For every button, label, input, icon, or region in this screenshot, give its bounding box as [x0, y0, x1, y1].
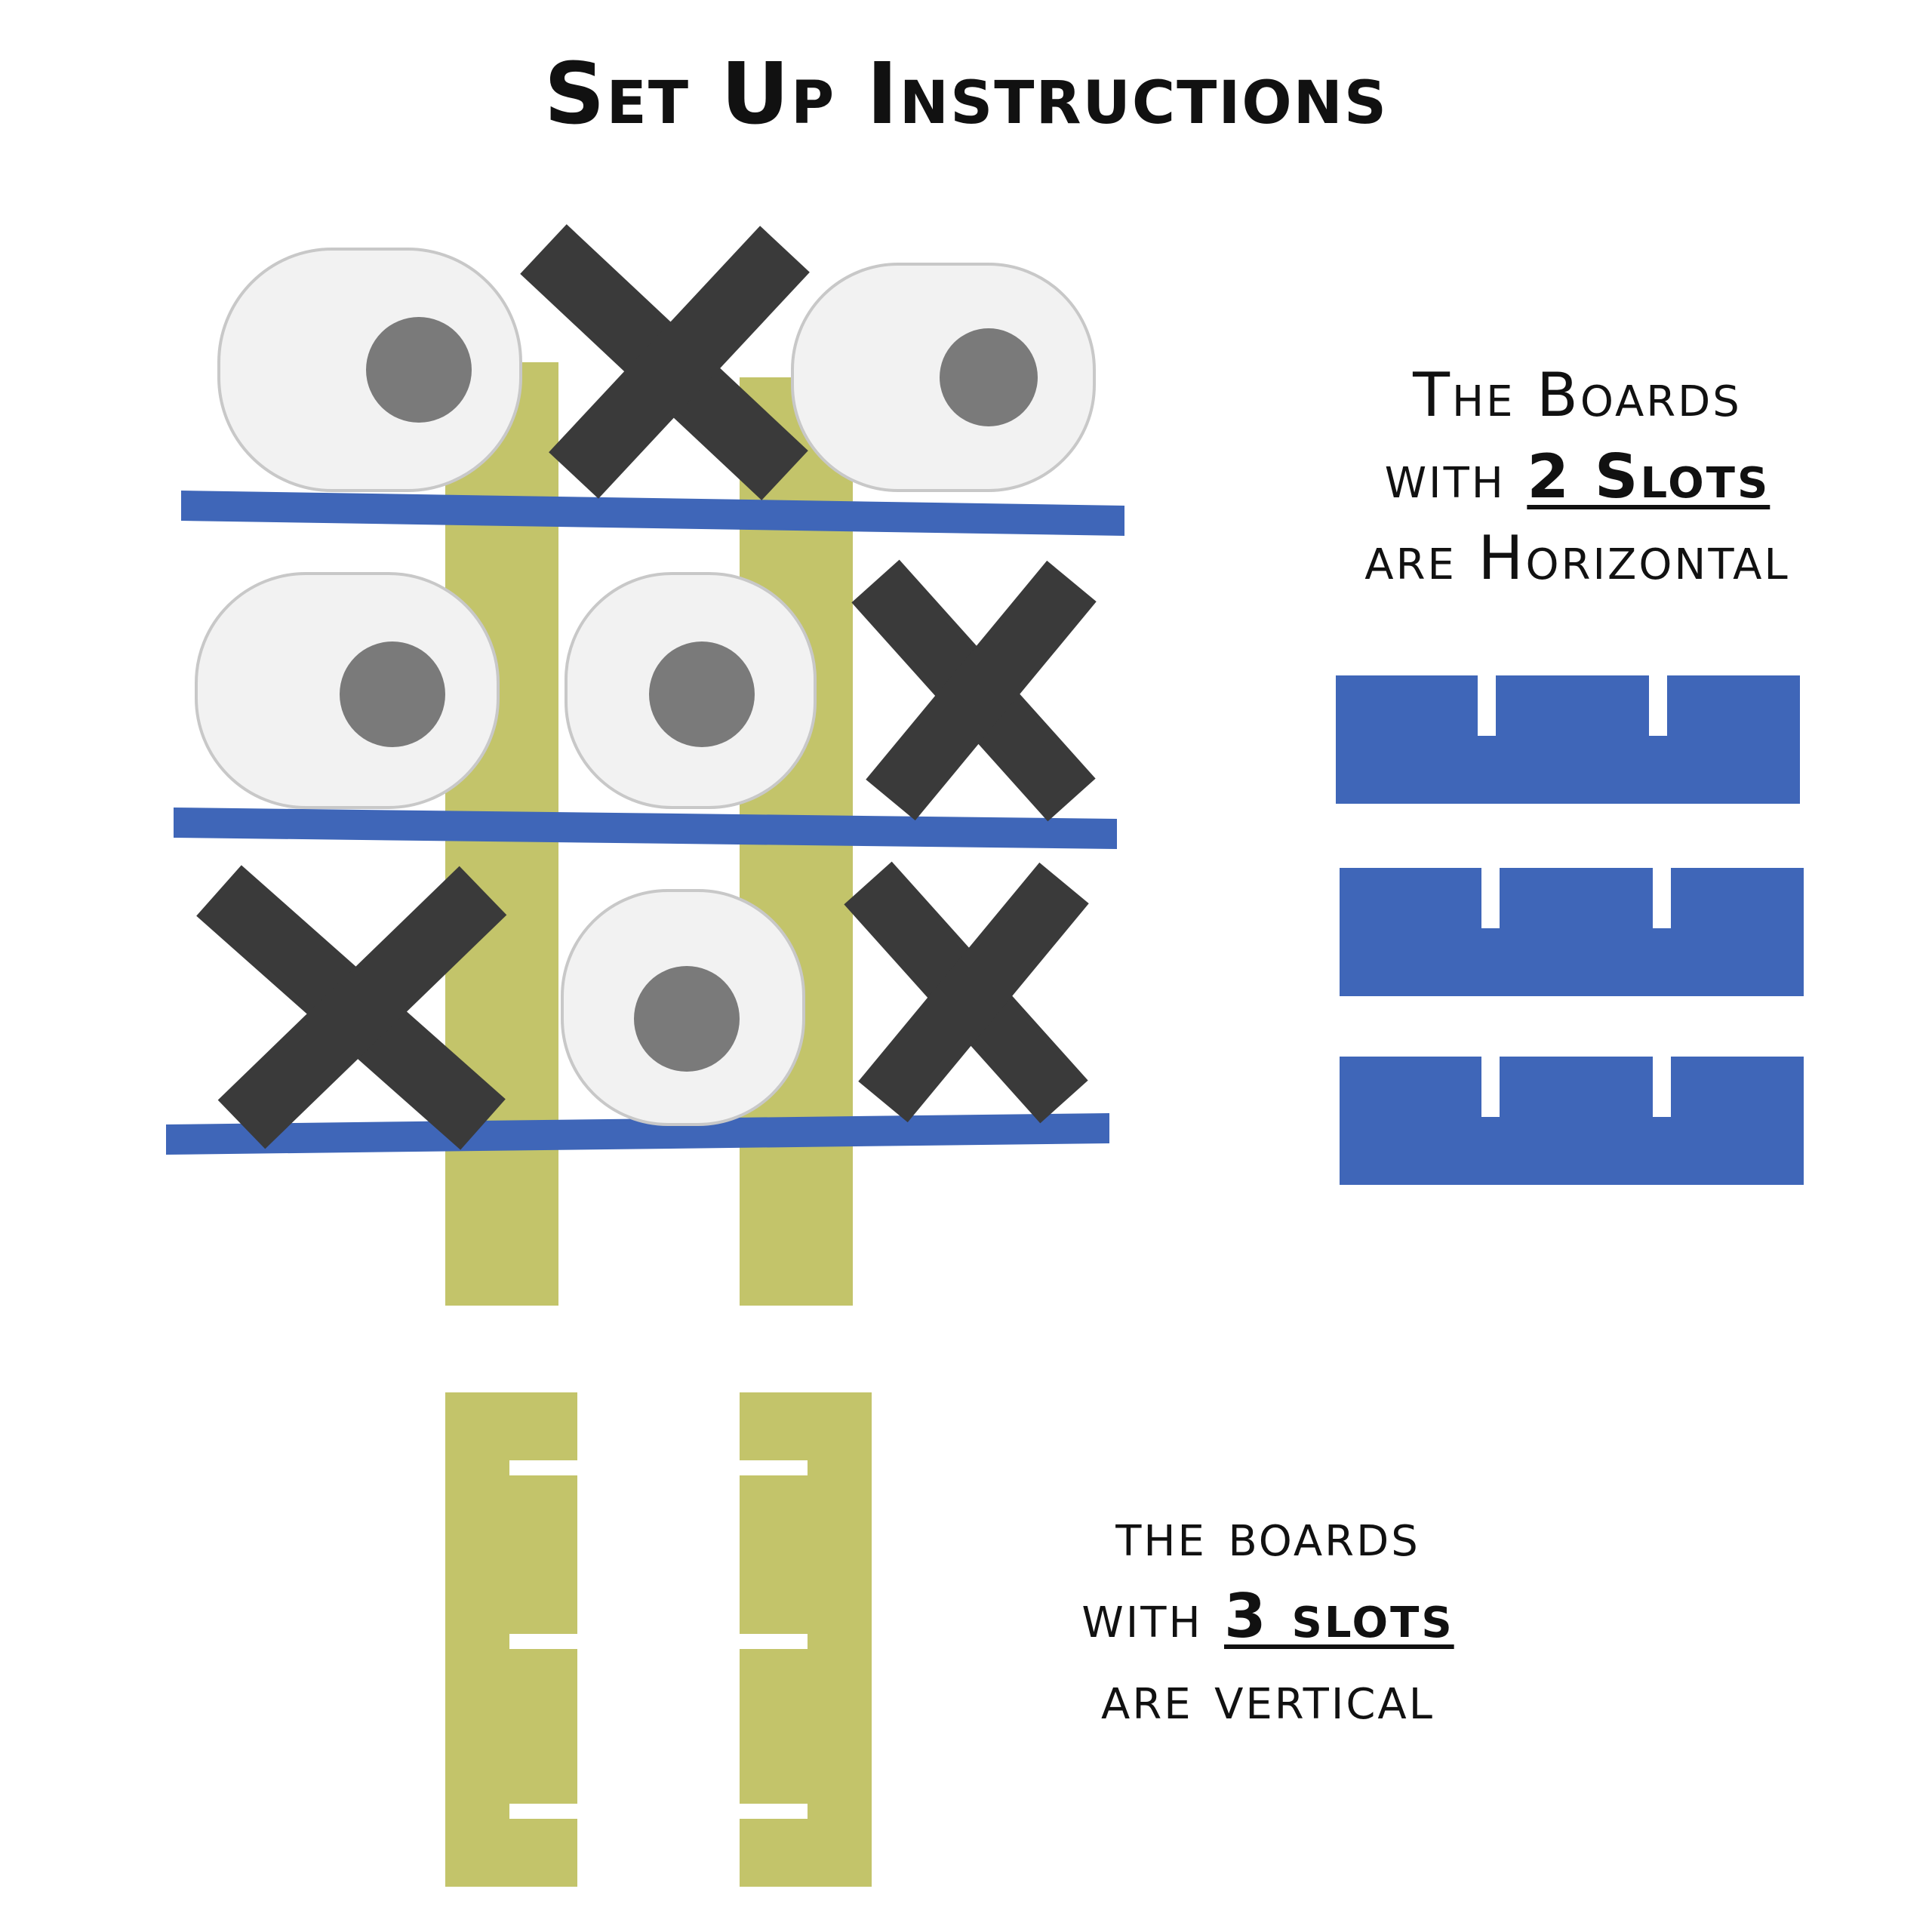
toilet-roll-bottom-center: [561, 889, 805, 1126]
vertical-boards-caption: the boards with 3 slots are vertical: [996, 1494, 1540, 1739]
vertical-board-separate-1: [445, 1392, 577, 1887]
x-piece-bottom-left: [196, 865, 507, 1150]
toilet-roll-top-left: [217, 248, 522, 492]
shelf-middle: [174, 808, 1117, 849]
caption-line: with 2 Slots: [1268, 436, 1887, 518]
toilet-roll-top-right: [791, 263, 1096, 492]
horizontal-board-1: [1336, 675, 1800, 804]
shelf-top: [181, 491, 1124, 536]
caption-prefix: with: [1081, 1581, 1224, 1651]
horizontal-board-2: [1340, 868, 1804, 996]
caption-line: with 3 slots: [996, 1576, 1540, 1657]
page-title: Set Up Instructions: [543, 45, 1389, 143]
caption-line: are vertical: [1101, 1663, 1435, 1733]
caption-line: are Horizontal: [1364, 523, 1790, 593]
toilet-roll-middle-center: [565, 572, 817, 809]
caption-emphasis: 2 Slots: [1527, 441, 1770, 512]
x-piece-top-middle: [520, 224, 810, 500]
horizontal-boards-caption: The Boards with 2 Slots are Horizontal: [1268, 355, 1887, 599]
x-piece-middle-right: [851, 559, 1097, 822]
shelf-bottom: [166, 1113, 1109, 1155]
caption-line: The Boards: [1413, 360, 1742, 430]
toilet-roll-middle-left: [195, 572, 500, 809]
caption-emphasis: 3 slots: [1223, 1581, 1454, 1651]
horizontal-board-3: [1340, 1057, 1804, 1185]
x-piece-bottom-right: [844, 861, 1089, 1124]
caption-prefix: with: [1384, 441, 1527, 512]
vertical-board-separate-2: [740, 1392, 872, 1887]
assembled-horizontal-boards: [166, 491, 1124, 1155]
caption-line: the boards: [1115, 1500, 1420, 1570]
